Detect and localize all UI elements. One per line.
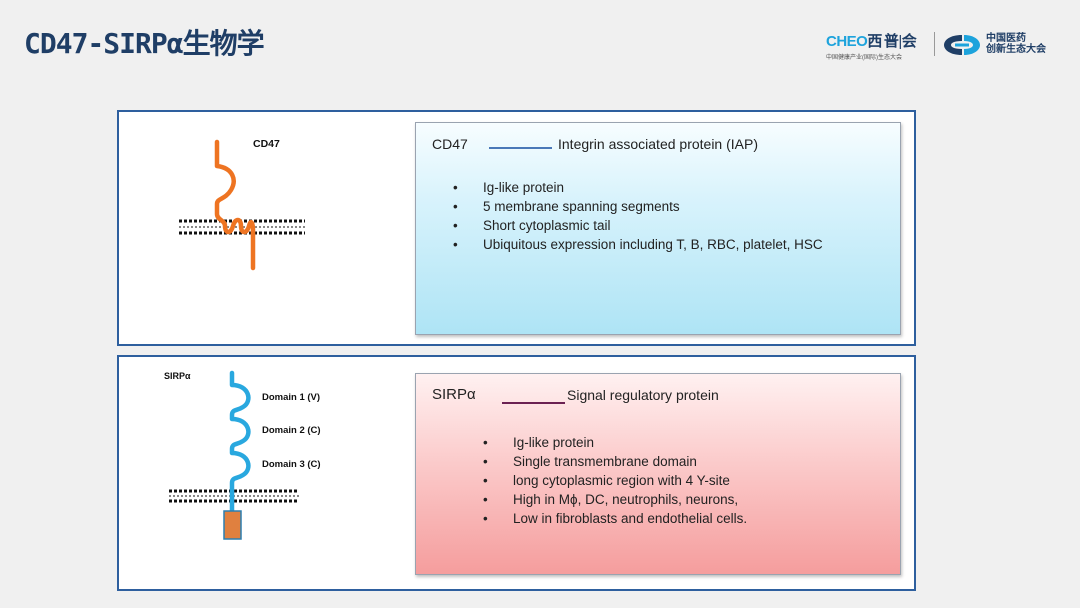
sirpa-domain-3-label: Domain 3 (C) xyxy=(262,459,321,470)
eco-conference-logo-text: 中国医药 创新生态大会 xyxy=(986,33,1046,55)
cheo-logo-cn1: 西 xyxy=(867,33,882,50)
sirpa-diagram-label: SIRPα xyxy=(164,371,191,381)
list-item: High in Mϕ, DC, neutrophils, neurons, xyxy=(483,490,747,509)
sirpa-info-box: SIRPα Signal regulatory protein Ig-like … xyxy=(415,373,901,575)
list-item: long cytoplasmic region with 4 Y-site xyxy=(483,471,747,490)
list-item: Low in fibroblasts and endothelial cells… xyxy=(483,509,747,528)
sirpa-panel: SIRPα Domain 1 (V) Domain 2 (C) Domain 3… xyxy=(117,355,916,591)
list-item: Ig-like protein xyxy=(483,433,747,452)
list-item: Ubiquitous expression including T, B, RB… xyxy=(453,235,823,254)
cheo-logo-subtitle: 中国健康产业(国际)生态大会 xyxy=(826,55,902,61)
slide-title: CD47-SIRPα生物学 xyxy=(24,27,265,60)
cd47-info-box: CD47 Integrin associated protein (IAP) I… xyxy=(415,122,901,335)
cheo-logo: CHEO西普|会 中国健康产业(国际)生态大会 xyxy=(826,33,917,61)
cd47-protein-diagram xyxy=(179,139,305,271)
sirpa-name: SIRPα xyxy=(432,386,476,403)
logo-divider xyxy=(934,32,935,56)
cd47-diagram-label: CD47 xyxy=(253,138,280,150)
sirpa-bullet-list: Ig-like protein Single transmembrane dom… xyxy=(483,433,747,528)
cheo-logo-cn2: 普 xyxy=(883,33,899,50)
cheo-logo-text: CHEO xyxy=(826,33,868,50)
cd47-panel: CD47 CD47 Integrin associated protein (I… xyxy=(117,110,916,346)
cd47-description: Integrin associated protein (IAP) xyxy=(558,136,758,152)
list-item: 5 membrane spanning segments xyxy=(453,197,823,216)
cheo-logo-cn3: 会 xyxy=(901,33,917,50)
header-logos: CHEO西普|会 中国健康产业(国际)生态大会 中国医药 创新生态大会 xyxy=(826,30,1061,61)
sirpa-cytoplasmic-tail xyxy=(223,510,242,540)
list-item: Single transmembrane domain xyxy=(483,452,747,471)
cd47-connector-line xyxy=(489,147,552,149)
sirpa-domain-2-label: Domain 2 (C) xyxy=(262,425,321,436)
sirpa-domain-1-label: Domain 1 (V) xyxy=(262,392,321,403)
sirpa-description: Signal regulatory protein xyxy=(567,387,719,403)
list-item: Short cytoplasmic tail xyxy=(453,216,823,235)
sirpa-protein-diagram xyxy=(169,370,299,540)
sirpa-connector-line xyxy=(502,402,565,404)
cd47-name: CD47 xyxy=(432,136,468,152)
sirpa-protein-shape xyxy=(229,370,251,516)
list-item: Ig-like protein xyxy=(453,178,823,197)
cd47-bullet-list: Ig-like protein 5 membrane spanning segm… xyxy=(453,178,823,254)
eco-conference-logo-icon xyxy=(944,35,980,55)
cd47-protein-shape xyxy=(214,139,256,271)
